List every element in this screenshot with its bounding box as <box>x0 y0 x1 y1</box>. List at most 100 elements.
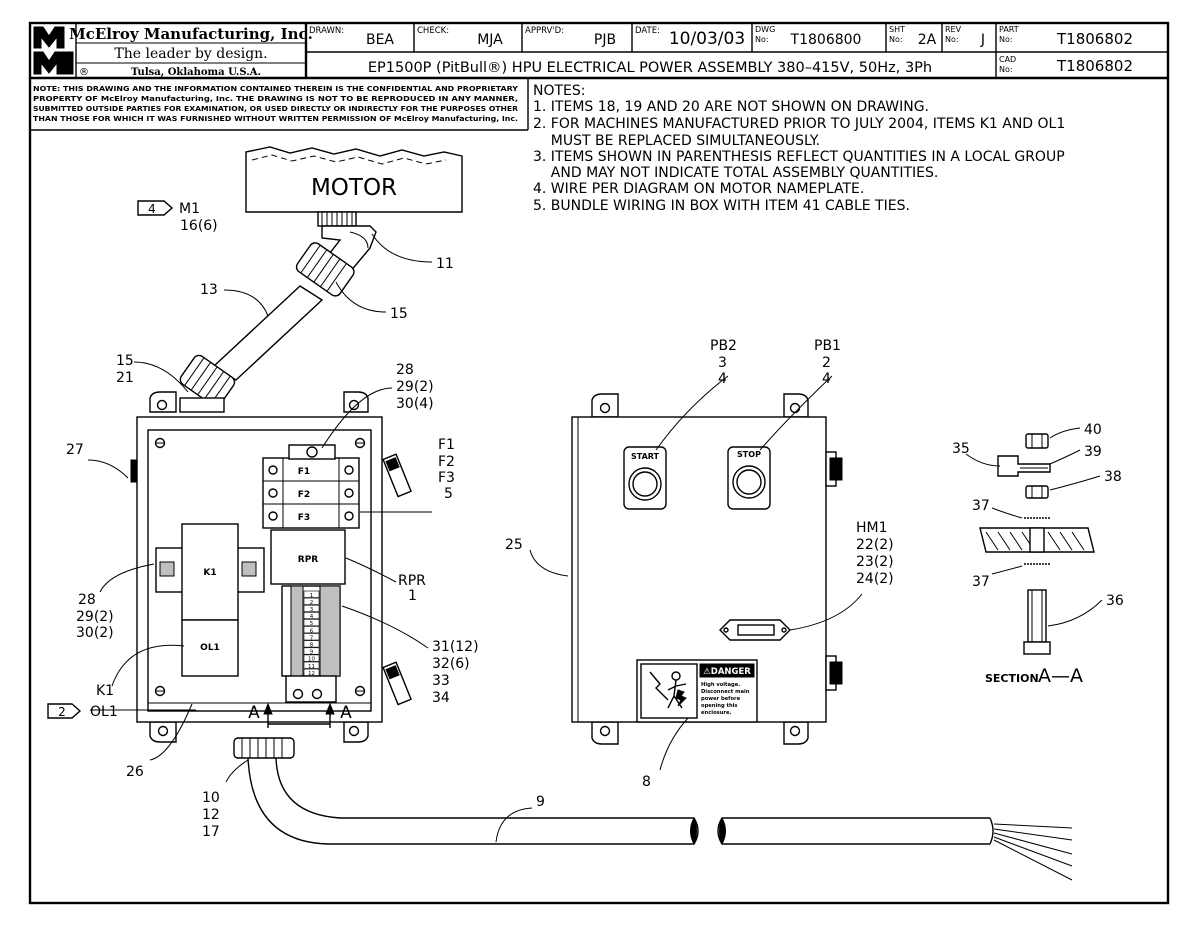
cad-value: T1806802 <box>1056 57 1133 75</box>
stop-label: STOP <box>737 450 761 459</box>
callout-k1: K1 <box>96 683 114 699</box>
terminal-number: 11 <box>308 664 315 670</box>
terminal-cell <box>303 611 320 619</box>
leader-lines <box>87 233 1103 843</box>
callout-33: 33 <box>432 673 450 689</box>
m1-flag-number: 4 <box>148 202 156 216</box>
terminal-number: 5 <box>310 621 314 627</box>
callout-24: 24(2) <box>856 571 894 587</box>
start-pushbutton: START <box>623 446 667 510</box>
check-value: MJA <box>477 32 503 48</box>
terminal-cell <box>303 626 320 634</box>
date-label: DATE: <box>635 26 660 36</box>
section-a-a: SECTION A—A <box>979 433 1095 687</box>
callout-30-left: 30(2) <box>76 625 114 641</box>
drawn-label: DRAWN: <box>309 26 344 36</box>
section-label-letters: A—A <box>1038 665 1083 687</box>
mmi-logo <box>32 25 74 76</box>
terminal-number: 9 <box>310 650 314 656</box>
sht-label-1: SHT <box>889 25 905 34</box>
callout-37-lower: 37 <box>972 574 990 590</box>
cad-label-2: No: <box>999 65 1013 74</box>
callout-27: 27 <box>66 442 84 458</box>
company-name: McElroy Manufacturing, Inc. <box>69 25 313 43</box>
note-line: MUST BE REPLACED SIMULTANEOUSLY. <box>533 133 820 149</box>
dwg-label-2: No: <box>755 35 769 44</box>
rev-label-2: No: <box>945 35 959 44</box>
check-label: CHECK: <box>417 26 449 36</box>
danger-label: ⚠DANGER High voltage. Disconnect main po… <box>636 659 758 723</box>
m1-qty: 16(6) <box>180 218 218 234</box>
callout-11: 11 <box>436 256 454 272</box>
danger-line: opening this <box>701 703 738 709</box>
danger-line: enclosure. <box>701 710 731 716</box>
confidential-line: THAN THOSE FOR WHICH IT WAS FURNISHED WI… <box>33 114 518 123</box>
callout-38: 38 <box>1104 469 1122 485</box>
overload-label: OL1 <box>200 643 220 653</box>
notes-block: NOTES: 1. ITEMS 18, 19 AND 20 ARE NOT SH… <box>533 83 1065 214</box>
notes-heading: NOTES: <box>533 83 586 99</box>
note-line: AND MAY NOT INDICATE TOTAL ASSEMBLY QUAN… <box>533 165 938 181</box>
callout-32: 32(6) <box>432 656 470 672</box>
part-label-2: No: <box>999 35 1013 44</box>
rev-value: J <box>980 32 985 48</box>
callout-15-upper: 15 <box>390 306 408 322</box>
callout-15-lower: 15 <box>116 353 134 369</box>
terminal-cell <box>303 661 320 669</box>
note-line: 2. FOR MACHINES MANUFACTURED PRIOR TO JU… <box>533 116 1065 132</box>
callout-8: 8 <box>642 774 651 790</box>
callout-9: 9 <box>536 794 545 810</box>
section-marker-left: A <box>248 703 260 723</box>
note-line: 1. ITEMS 18, 19 AND 20 ARE NOT SHOWN ON … <box>533 99 929 115</box>
confidential-note: NOTE: THIS DRAWING AND THE INFORMATION C… <box>30 78 529 131</box>
sht-label-2: No: <box>889 35 903 44</box>
callout-21: 21 <box>116 370 134 386</box>
terminal-number: 1 <box>310 593 314 599</box>
callout-26: 26 <box>126 764 144 780</box>
terminal-number: 12 <box>308 671 315 677</box>
callout-10: 10 <box>202 790 220 806</box>
callout-5: 5 <box>444 486 453 502</box>
terminal-cell <box>303 619 320 627</box>
fuse-f2-label: F2 <box>298 490 310 500</box>
title-block: McElroy Manufacturing, Inc. The leader b… <box>30 23 1168 80</box>
callout-1: 1 <box>408 588 417 604</box>
confidential-line: SUBMITTED OUTSIDE PARTIES FOR EXAMINATIO… <box>33 104 518 113</box>
callout-pb1-a: 2 <box>822 355 831 371</box>
conduit-assembly <box>179 225 377 413</box>
front-enclosure: START STOP ⚠DANGER High v <box>571 393 843 745</box>
terminal-number: 8 <box>310 643 314 649</box>
terminal-cell <box>303 668 320 676</box>
description: EP1500P (PitBull®) HPU ELECTRICAL POWER … <box>368 60 932 76</box>
terminal-cell <box>303 640 320 648</box>
callout-pb1: PB1 <box>814 338 841 354</box>
callout-17: 17 <box>202 824 220 840</box>
terminal-cell <box>303 590 320 598</box>
date-value: 10/03/03 <box>669 29 745 49</box>
m1-tag: M1 <box>179 201 200 217</box>
terminal-number: 7 <box>310 635 314 641</box>
motor: MOTOR <box>245 146 463 227</box>
start-label: START <box>631 452 660 461</box>
dwg-value: T1806800 <box>790 32 862 48</box>
callout-29-top: 29(2) <box>396 379 434 395</box>
callout-f2: F2 <box>438 454 455 470</box>
power-cable <box>247 757 1073 881</box>
callout-34: 34 <box>432 690 450 706</box>
terminal-cell <box>303 597 320 605</box>
section-label-prefix: SECTION <box>985 672 1039 685</box>
terminal-number: 2 <box>310 600 314 606</box>
note-line: 4. WIRE PER DIAGRAM ON MOTOR NAMEPLATE. <box>533 181 864 197</box>
callout-29-left: 29(2) <box>76 609 114 625</box>
danger-line: power before <box>701 696 741 702</box>
part-value: T1806802 <box>1056 30 1133 48</box>
sht-value: 2A <box>918 32 937 48</box>
danger-line: Disconnect main <box>701 689 750 695</box>
fuse-f3-label: F3 <box>298 513 310 523</box>
callout-13: 13 <box>200 282 218 298</box>
terminal-number: 3 <box>310 607 314 613</box>
registered-mark: ® <box>79 67 89 78</box>
